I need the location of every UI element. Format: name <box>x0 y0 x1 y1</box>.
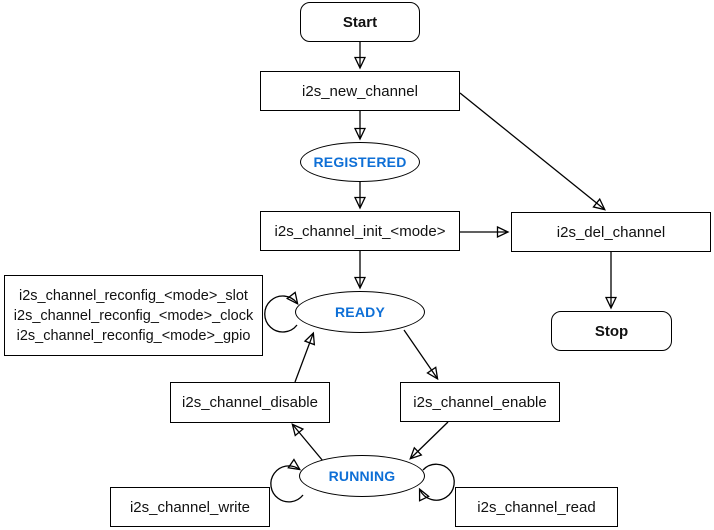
node-i2s-channel-disable-label: i2s_channel_disable <box>182 394 318 411</box>
node-start: Start <box>300 2 420 42</box>
edge-enable-to-running <box>409 421 449 460</box>
node-i2s-channel-disable: i2s_channel_disable <box>170 382 330 423</box>
edge-running-self-loop-right <box>418 463 455 502</box>
edge-running-to-disable <box>291 423 324 462</box>
node-i2s-del-channel: i2s_del_channel <box>511 212 711 252</box>
edge-running-self-loop-left <box>270 458 304 503</box>
state-ready: READY <box>295 291 425 333</box>
node-i2s-channel-enable: i2s_channel_enable <box>400 382 560 422</box>
node-i2s-channel-write-label: i2s_channel_write <box>129 498 251 516</box>
node-i2s-channel-init-label: i2s_channel_init_<mode> <box>274 222 446 240</box>
state-registered-label: REGISTERED <box>313 154 407 170</box>
reconfig-line-clock: i2s_channel_reconfig_<mode>_clock <box>13 307 254 324</box>
edge-new-channel-to-del-channel <box>459 92 606 211</box>
state-ready-label: READY <box>334 304 385 320</box>
reconfig-line-slot: i2s_channel_reconfig_<mode>_slot <box>19 287 248 304</box>
node-i2s-channel-read: i2s_channel_read <box>455 487 618 527</box>
node-start-label: Start <box>342 13 378 31</box>
reconfig-line-gpio: i2s_channel_reconfig_<mode>_gpio <box>16 327 251 344</box>
node-i2s-channel-enable-label: i2s_channel_enable <box>413 393 547 411</box>
node-i2s-channel-reconfig: i2s_channel_reconfig_<mode>_slot i2s_cha… <box>4 275 263 356</box>
edge-ready-to-enable <box>403 329 439 381</box>
edge-disable-to-ready <box>294 331 316 383</box>
state-registered: REGISTERED <box>300 142 420 182</box>
state-running-label: RUNNING <box>328 468 396 484</box>
node-stop: Stop <box>551 311 672 351</box>
node-i2s-new-channel-label: i2s_new_channel <box>302 82 418 100</box>
node-i2s-channel-read-label: i2s_channel_read <box>477 498 596 516</box>
node-stop-label: Stop <box>594 322 629 340</box>
state-running: RUNNING <box>299 455 425 497</box>
node-i2s-new-channel: i2s_new_channel <box>260 71 460 111</box>
node-i2s-channel-init: i2s_channel_init_<mode> <box>260 211 460 251</box>
node-i2s-del-channel-label: i2s_del_channel <box>556 223 666 241</box>
node-i2s-channel-write: i2s_channel_write <box>110 487 270 527</box>
edge-ready-self-loop <box>264 291 299 333</box>
